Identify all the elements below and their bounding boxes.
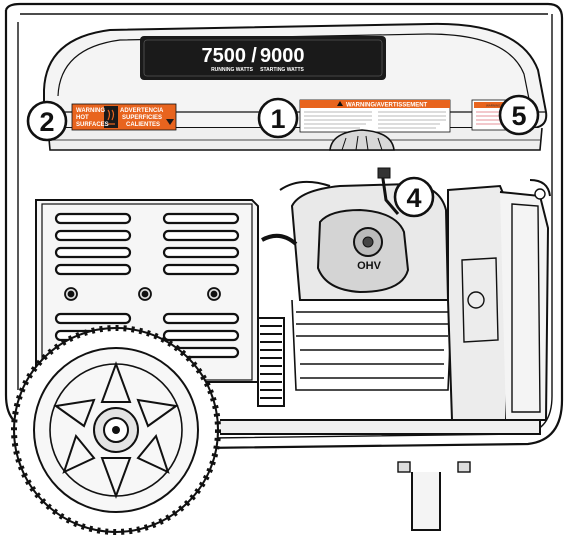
callout-2: 2 xyxy=(26,100,68,142)
running-caption: RUNNING WATTS xyxy=(211,67,254,73)
main-warning-label: WARNING/AVERTISSEMENT xyxy=(299,99,451,133)
spring xyxy=(257,317,285,407)
hot-surface-warning-en: WARNING xyxy=(76,108,105,114)
hot-surface-icon xyxy=(107,109,115,125)
rating-panel: 7500 / 9000 RUNNING WATTS STARTING WATTS xyxy=(140,36,386,80)
callout-4-number: 4 xyxy=(406,183,421,213)
callout-5: 5 xyxy=(498,94,540,136)
warning-triangle-icon xyxy=(337,101,343,106)
callout-2-number: 2 xyxy=(39,107,54,137)
callout-4: 4 xyxy=(393,176,435,218)
callout-1-number: 1 xyxy=(270,104,285,134)
callout-5-number: 5 xyxy=(511,101,526,131)
engine-badge: OHV xyxy=(357,260,382,272)
hot-surface-hot-en: HOT xyxy=(76,115,89,121)
hot-surface-label: WARNING HOT SURFACES ADVERTENCIA SUPERFI… xyxy=(71,103,177,131)
wheel-icon xyxy=(11,325,221,535)
panel-bolts xyxy=(64,287,221,301)
main-warning-title: WARNING/AVERTISSEMENT xyxy=(346,103,428,109)
right-assembly xyxy=(447,179,551,421)
fuel-cap-icon xyxy=(329,129,395,151)
hot-surface-warning-es: ADVERTENCIA xyxy=(120,108,164,114)
hot-surface-surfaces-en: SURFACES xyxy=(76,122,109,128)
fuel-tank: 7500 / 9000 RUNNING WATTS STARTING WATTS… xyxy=(43,22,548,151)
rating-starting: 9000 xyxy=(260,45,305,67)
right-warning-title: WARNING xyxy=(486,104,501,108)
callout-1: 1 xyxy=(257,97,299,139)
rating-running: 7500 xyxy=(202,45,247,67)
hot-surface-hot-es: CALIENTES xyxy=(126,122,160,128)
hot-surface-surfaces-es: SUPERFICIES xyxy=(122,115,162,121)
base xyxy=(220,419,541,531)
rating-separator: / xyxy=(251,45,257,67)
starting-caption: STARTING WATTS xyxy=(260,67,304,73)
